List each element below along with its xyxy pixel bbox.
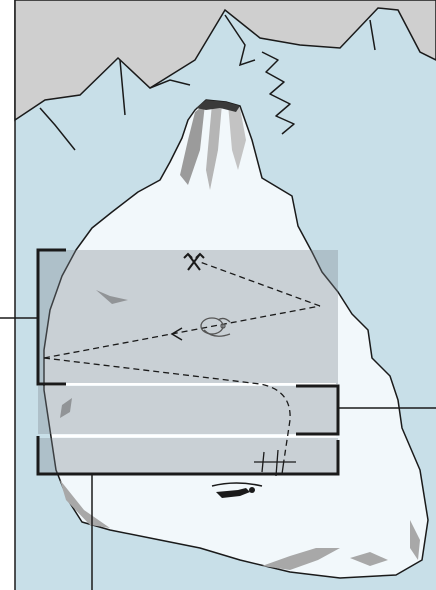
section-band-upper <box>38 250 338 384</box>
section-band-lower <box>38 438 338 474</box>
section-band-middle <box>38 386 338 434</box>
